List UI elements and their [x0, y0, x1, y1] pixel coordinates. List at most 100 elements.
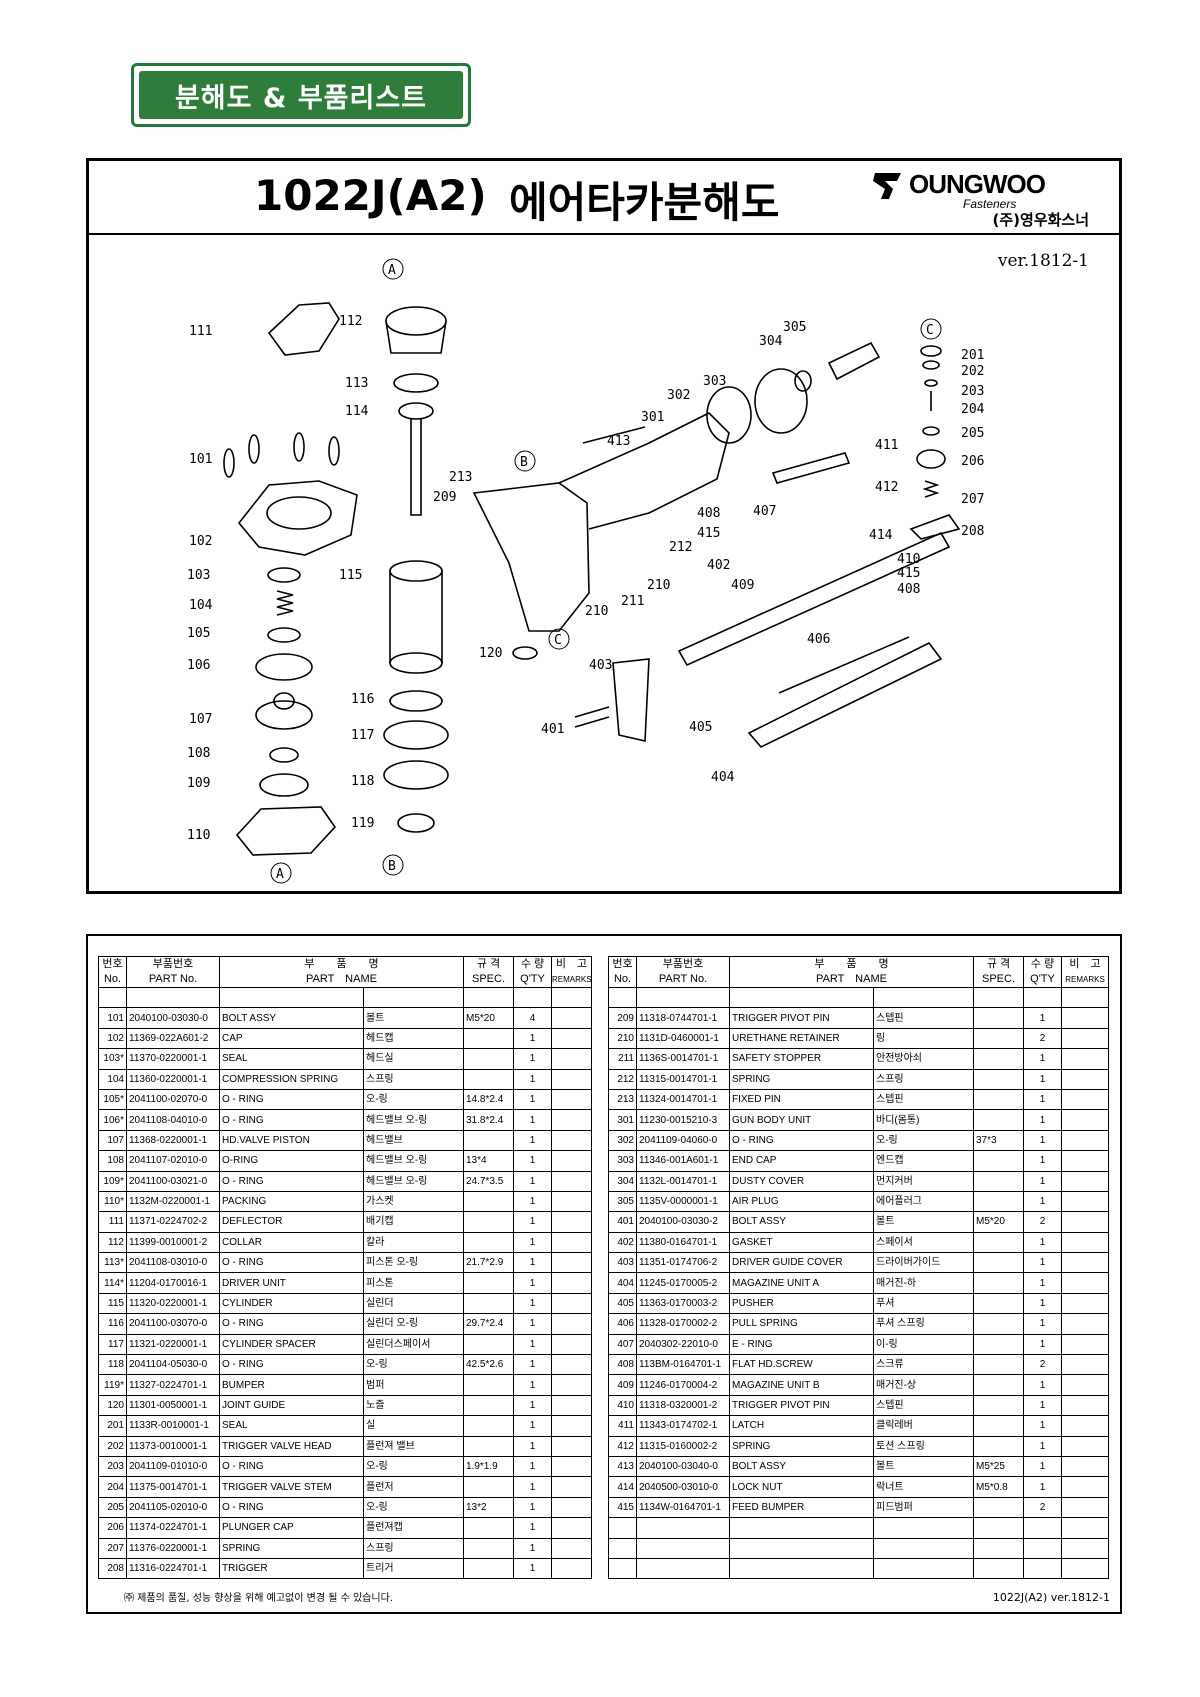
logo-tagline: Fasteners — [963, 197, 1017, 211]
cell-qty: 1 — [513, 1394, 552, 1417]
cell-qty: 1 — [1023, 1170, 1062, 1192]
cell-qty: 1 — [513, 1211, 552, 1233]
cell-name-kr: 링 — [873, 1027, 974, 1050]
cell-no: 410 — [608, 1394, 637, 1417]
cell-qty: 1 — [1023, 1272, 1062, 1294]
gun-body — [472, 482, 590, 632]
cell-remarks — [1061, 1068, 1109, 1090]
cell-part-no: 11204-0170016-1 — [126, 1272, 220, 1294]
cell-remarks — [551, 1374, 592, 1396]
air-plug-305 — [827, 341, 881, 381]
cell-part-no: 1132M-0220001-1 — [126, 1190, 220, 1213]
cell-part-no: 1131D-0460001-1 — [636, 1027, 730, 1050]
cell-spec — [973, 1415, 1024, 1437]
dusty-cover-304 — [794, 370, 812, 392]
cell-remarks — [551, 1354, 592, 1376]
cap-part — [237, 480, 358, 556]
callout-C-trigger: C — [926, 323, 934, 338]
cell-name-kr: 이-링 — [873, 1333, 974, 1356]
part-callout-104: 104 — [189, 598, 213, 613]
cell-name-kr: 스텝핀 — [873, 1394, 974, 1417]
cell-name-en — [729, 1517, 874, 1539]
cell-name-en: TRIGGER — [219, 1557, 364, 1580]
cell-remarks — [551, 1496, 592, 1519]
cell-qty: 1 — [1023, 1068, 1062, 1090]
cell-spec: 42.5*2.6 — [463, 1354, 514, 1376]
cell-name-en: URETHANE RETAINER — [729, 1027, 874, 1050]
spring-104 — [276, 590, 294, 616]
cell-name-kr: 실 — [363, 1415, 464, 1437]
cell-name-kr: 헤드밸브 오-링 — [363, 1109, 464, 1131]
cell-no: 107 — [98, 1129, 127, 1152]
cell-qty: 1 — [1023, 1048, 1062, 1070]
part-callout-305: 305 — [783, 320, 806, 335]
part-callout-207: 207 — [961, 492, 984, 507]
cell-qty — [1023, 1557, 1062, 1580]
cell-name-kr: 피스톤 오-링 — [363, 1252, 464, 1274]
cell-no: 204 — [98, 1476, 127, 1498]
cell-part-no: 2041105-02010-0 — [126, 1496, 220, 1519]
part-callout-402: 402 — [707, 558, 730, 573]
spring-207 — [922, 480, 940, 498]
cell-part-no: 1133R-0010001-1 — [126, 1415, 220, 1437]
cell-no — [608, 1517, 637, 1539]
cell-part-no: 2040500-03010-0 — [636, 1476, 730, 1498]
cell-name-kr: 플런져 밸브 — [363, 1435, 464, 1457]
cell-name-kr: 헤드실 — [363, 1048, 464, 1070]
cell-name-kr: 매거진-상 — [873, 1374, 974, 1396]
part-callout-408: 408 — [897, 582, 920, 597]
cell-spec — [463, 1068, 514, 1090]
cell-remarks — [1061, 1252, 1109, 1274]
callout-B-bottom: B — [388, 859, 396, 874]
deflector-part — [267, 302, 340, 356]
cell-name-kr: 안전방아쇠 — [873, 1048, 974, 1070]
cell-no: 412 — [608, 1435, 637, 1457]
cell-part-no: 11246-0170004-2 — [636, 1374, 730, 1396]
packing-110 — [235, 806, 337, 856]
cell-name-kr: 헤드밸브 오-링 — [363, 1150, 464, 1172]
cell-qty: 1 — [513, 1354, 552, 1376]
cell-name-en: O - RING — [219, 1088, 364, 1111]
cell-name-en: CYLINDER SPACER — [219, 1333, 364, 1356]
part-callout-118: 118 — [351, 774, 374, 789]
cell-no: 111 — [98, 1211, 127, 1233]
cell-qty: 1 — [1023, 1374, 1062, 1396]
cell-remarks — [1061, 1557, 1109, 1580]
bumper-119 — [397, 813, 435, 833]
cell-name-kr: 헤드캡 — [363, 1027, 464, 1050]
cell-name-kr: 먼지커버 — [873, 1170, 974, 1192]
trigger-valve-head-202 — [922, 360, 940, 370]
cell-name-en: CAP — [219, 1027, 364, 1050]
cell-qty: 1 — [1023, 1007, 1062, 1029]
cell-part-no: 2041109-01010-0 — [126, 1455, 220, 1478]
cell-no: 206 — [98, 1517, 127, 1539]
cell-spec: M5*0.8 — [973, 1476, 1024, 1498]
cell-name-en — [729, 1557, 874, 1580]
cell-no: 408 — [608, 1354, 637, 1376]
cell-qty: 1 — [513, 1415, 552, 1437]
cell-remarks — [551, 1537, 592, 1559]
cell-name-kr: 에어플러그 — [873, 1190, 974, 1213]
part-callout-212: 212 — [669, 540, 692, 555]
pull-spring-406 — [778, 636, 910, 694]
cell-spec: 21.7*2.9 — [463, 1252, 514, 1274]
bolt-101-b — [248, 434, 260, 464]
cell-name-en: O - RING — [219, 1455, 364, 1478]
cell-spec — [973, 1394, 1024, 1417]
oring-203 — [924, 379, 938, 387]
cell-name-kr: 클릭레버 — [873, 1415, 974, 1437]
cell-remarks — [1061, 1129, 1109, 1152]
cell-name-en: FEED BUMPER — [729, 1496, 874, 1519]
cell-spec: M5*25 — [973, 1455, 1024, 1478]
cell-part-no: 2040302-22010-0 — [636, 1333, 730, 1356]
cell-part-no: 11360-0220001-1 — [126, 1068, 220, 1090]
cell-spec — [973, 1517, 1024, 1539]
part-callout-115: 115 — [339, 568, 362, 583]
cell-name-kr: 피스톤 — [363, 1272, 464, 1294]
